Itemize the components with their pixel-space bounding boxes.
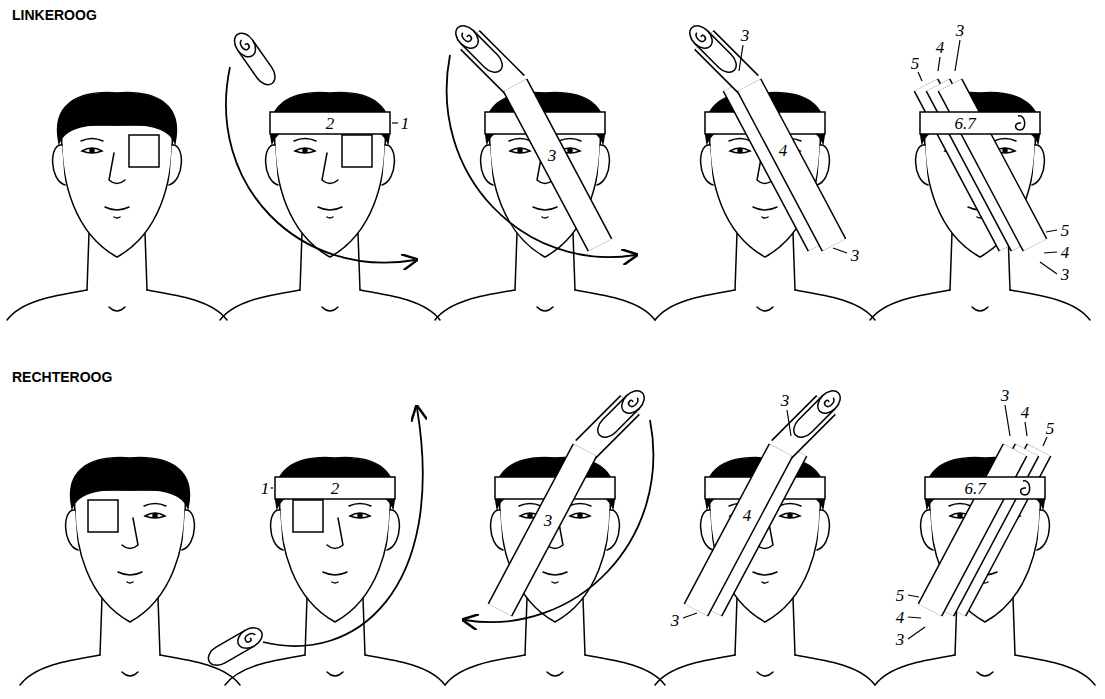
callout-number: 3: [740, 27, 751, 44]
callout-number: 2: [330, 480, 341, 497]
callout-number: 3: [895, 631, 906, 648]
callout-number: 4: [778, 142, 789, 159]
callout-number: 4: [1060, 244, 1071, 261]
callout-number: 4: [1020, 404, 1031, 421]
bottom-row: [20, 386, 1095, 685]
callout-number: 3: [1000, 387, 1011, 404]
callout-number: 1: [400, 115, 411, 132]
callout-number: 6.7: [953, 115, 976, 132]
callout-number: 3: [780, 392, 791, 409]
callout-number: 5: [1060, 222, 1071, 239]
callout-number: 5: [910, 55, 921, 72]
callout-number: 3: [850, 247, 861, 264]
callout-number: 3: [1060, 266, 1071, 283]
callout-number: 2: [325, 115, 336, 132]
callout-number: 3: [955, 22, 966, 39]
callout-number: 1: [260, 480, 271, 497]
callout-number: 6.7: [963, 480, 986, 497]
top-row: [7, 21, 1090, 320]
row-heading: LINKEROOG: [12, 8, 97, 23]
callout-number: 5: [1045, 420, 1056, 437]
row-heading: RECHTEROOG: [12, 370, 112, 385]
callout-number: 4: [742, 507, 753, 524]
callout-number: 3: [670, 612, 681, 629]
callout-number: 4: [895, 609, 906, 626]
callout-number: 3: [543, 512, 554, 529]
callout-number: 5: [895, 587, 906, 604]
callout-number: 4: [935, 39, 946, 56]
callout-number: 3: [547, 147, 558, 164]
